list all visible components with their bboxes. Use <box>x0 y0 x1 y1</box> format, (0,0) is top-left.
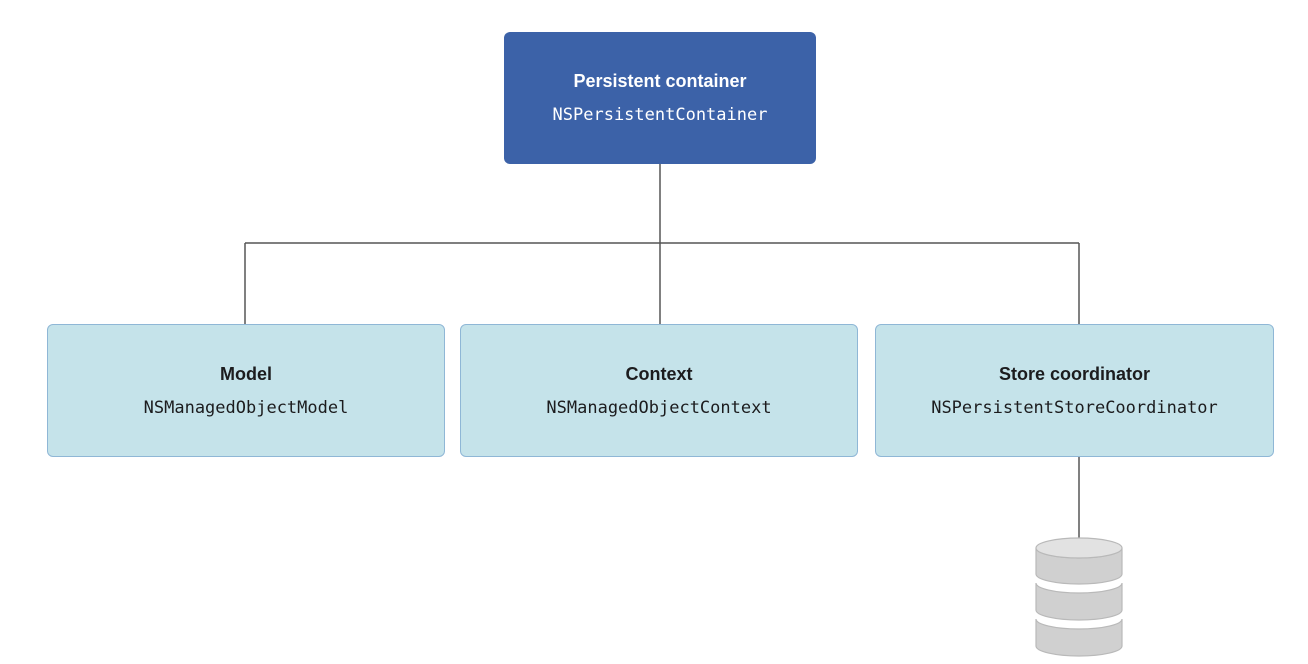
model-title: Model <box>220 363 272 384</box>
persistent-container-title: Persistent container <box>573 71 747 91</box>
database-icon <box>1035 537 1123 657</box>
context-title: Context <box>625 363 693 384</box>
store-coordinator-box: Store coordinator NSPersistentStoreCoord… <box>875 324 1274 457</box>
context-box: Context NSManagedObjectContext <box>460 324 858 457</box>
model-box: Model NSManagedObjectModel <box>47 324 445 457</box>
store-coordinator-title: Store coordinator <box>998 363 1150 384</box>
model-class: NSManagedObjectModel <box>143 397 349 418</box>
persistent-container-class: NSPersistentContainer <box>552 105 768 125</box>
persistent-container-box: Persistent container NSPersistentContain… <box>504 32 816 164</box>
store-coordinator-class: NSPersistentStoreCoordinator <box>931 397 1218 418</box>
context-class: NSManagedObjectContext <box>546 397 772 418</box>
